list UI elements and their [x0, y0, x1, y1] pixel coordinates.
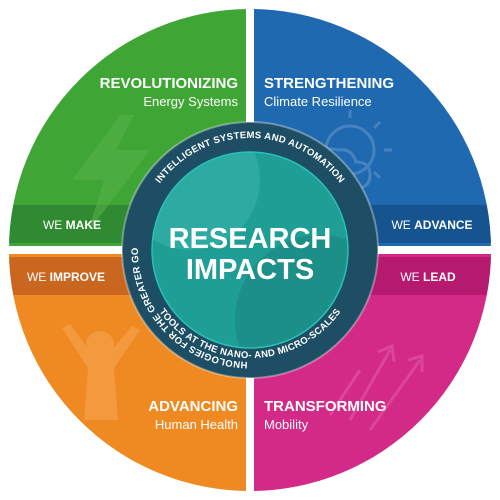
quadrant-subtitle-bottom-left: Human Health: [155, 417, 238, 432]
quadrant-title-bottom-left: ADVANCING: [148, 398, 238, 415]
band-label-we-improve: WE IMPROVE: [27, 270, 105, 284]
person-raising-arms-icon: [62, 324, 140, 420]
band-label-we-lead: WE LEAD: [400, 270, 456, 284]
quadrant-title-top-right: STRENGTHENING: [264, 75, 394, 92]
center-title-line1: RESEARCH: [169, 223, 332, 255]
quadrant-subtitle-top-right: Climate Resilience: [264, 94, 372, 109]
quadrant-title-bottom-right: TRANSFORMING: [264, 398, 387, 415]
upward-arrows-icon: [328, 343, 424, 431]
quadrant-subtitle-top-left: Energy Systems: [143, 94, 238, 109]
center-title-line2: IMPACTS: [186, 254, 314, 286]
lightning-bolt-icon: [72, 115, 150, 232]
band-label-we-advance: WE ADVANCE: [391, 218, 472, 232]
band-label-we-make: WE MAKE: [43, 218, 101, 232]
quadrant-subtitle-bottom-right: Mobility: [264, 417, 309, 432]
quadrant-title-top-left: REVOLUTIONIZING: [100, 75, 238, 92]
